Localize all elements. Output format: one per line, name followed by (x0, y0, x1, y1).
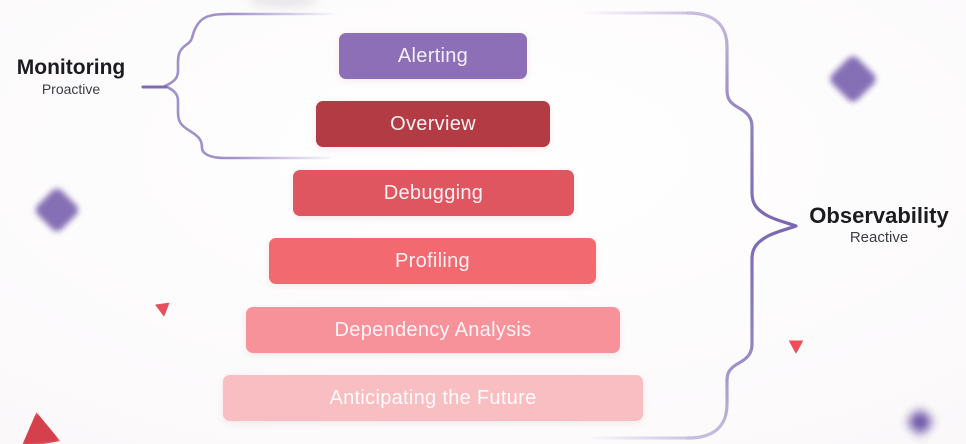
monitoring-label-group: Monitoring Proactive (4, 56, 138, 98)
pyramid-level-label: Overview (390, 112, 476, 135)
pyramid-level-dependency-analysis: Dependency Analysis (246, 307, 620, 353)
pyramid-level-debugging: Debugging (293, 170, 574, 216)
observability-label-group: Observability Reactive (790, 204, 966, 246)
pyramid-level-label: Profiling (395, 249, 470, 272)
monitoring-title: Monitoring (16, 56, 126, 79)
observability-title: Observability (809, 203, 949, 228)
pyramid-level-label: Debugging (383, 181, 484, 204)
pyramid-level-label: Anticipating the Future (329, 386, 537, 409)
pyramid-level-label: Dependency Analysis (334, 318, 532, 341)
observability-subtitle: Reactive (849, 229, 909, 247)
pyramid-level-alerting: Alerting (339, 33, 527, 79)
pyramid-level-anticipating-the-future: Anticipating the Future (223, 375, 643, 421)
pyramid-level-label: Alerting (397, 44, 469, 67)
pyramid-level-overview: Overview (316, 101, 550, 147)
pyramid-level-profiling: Profiling (269, 238, 596, 284)
gray-smudge-shape (248, 0, 318, 8)
monitoring-subtitle: Proactive (41, 81, 101, 98)
